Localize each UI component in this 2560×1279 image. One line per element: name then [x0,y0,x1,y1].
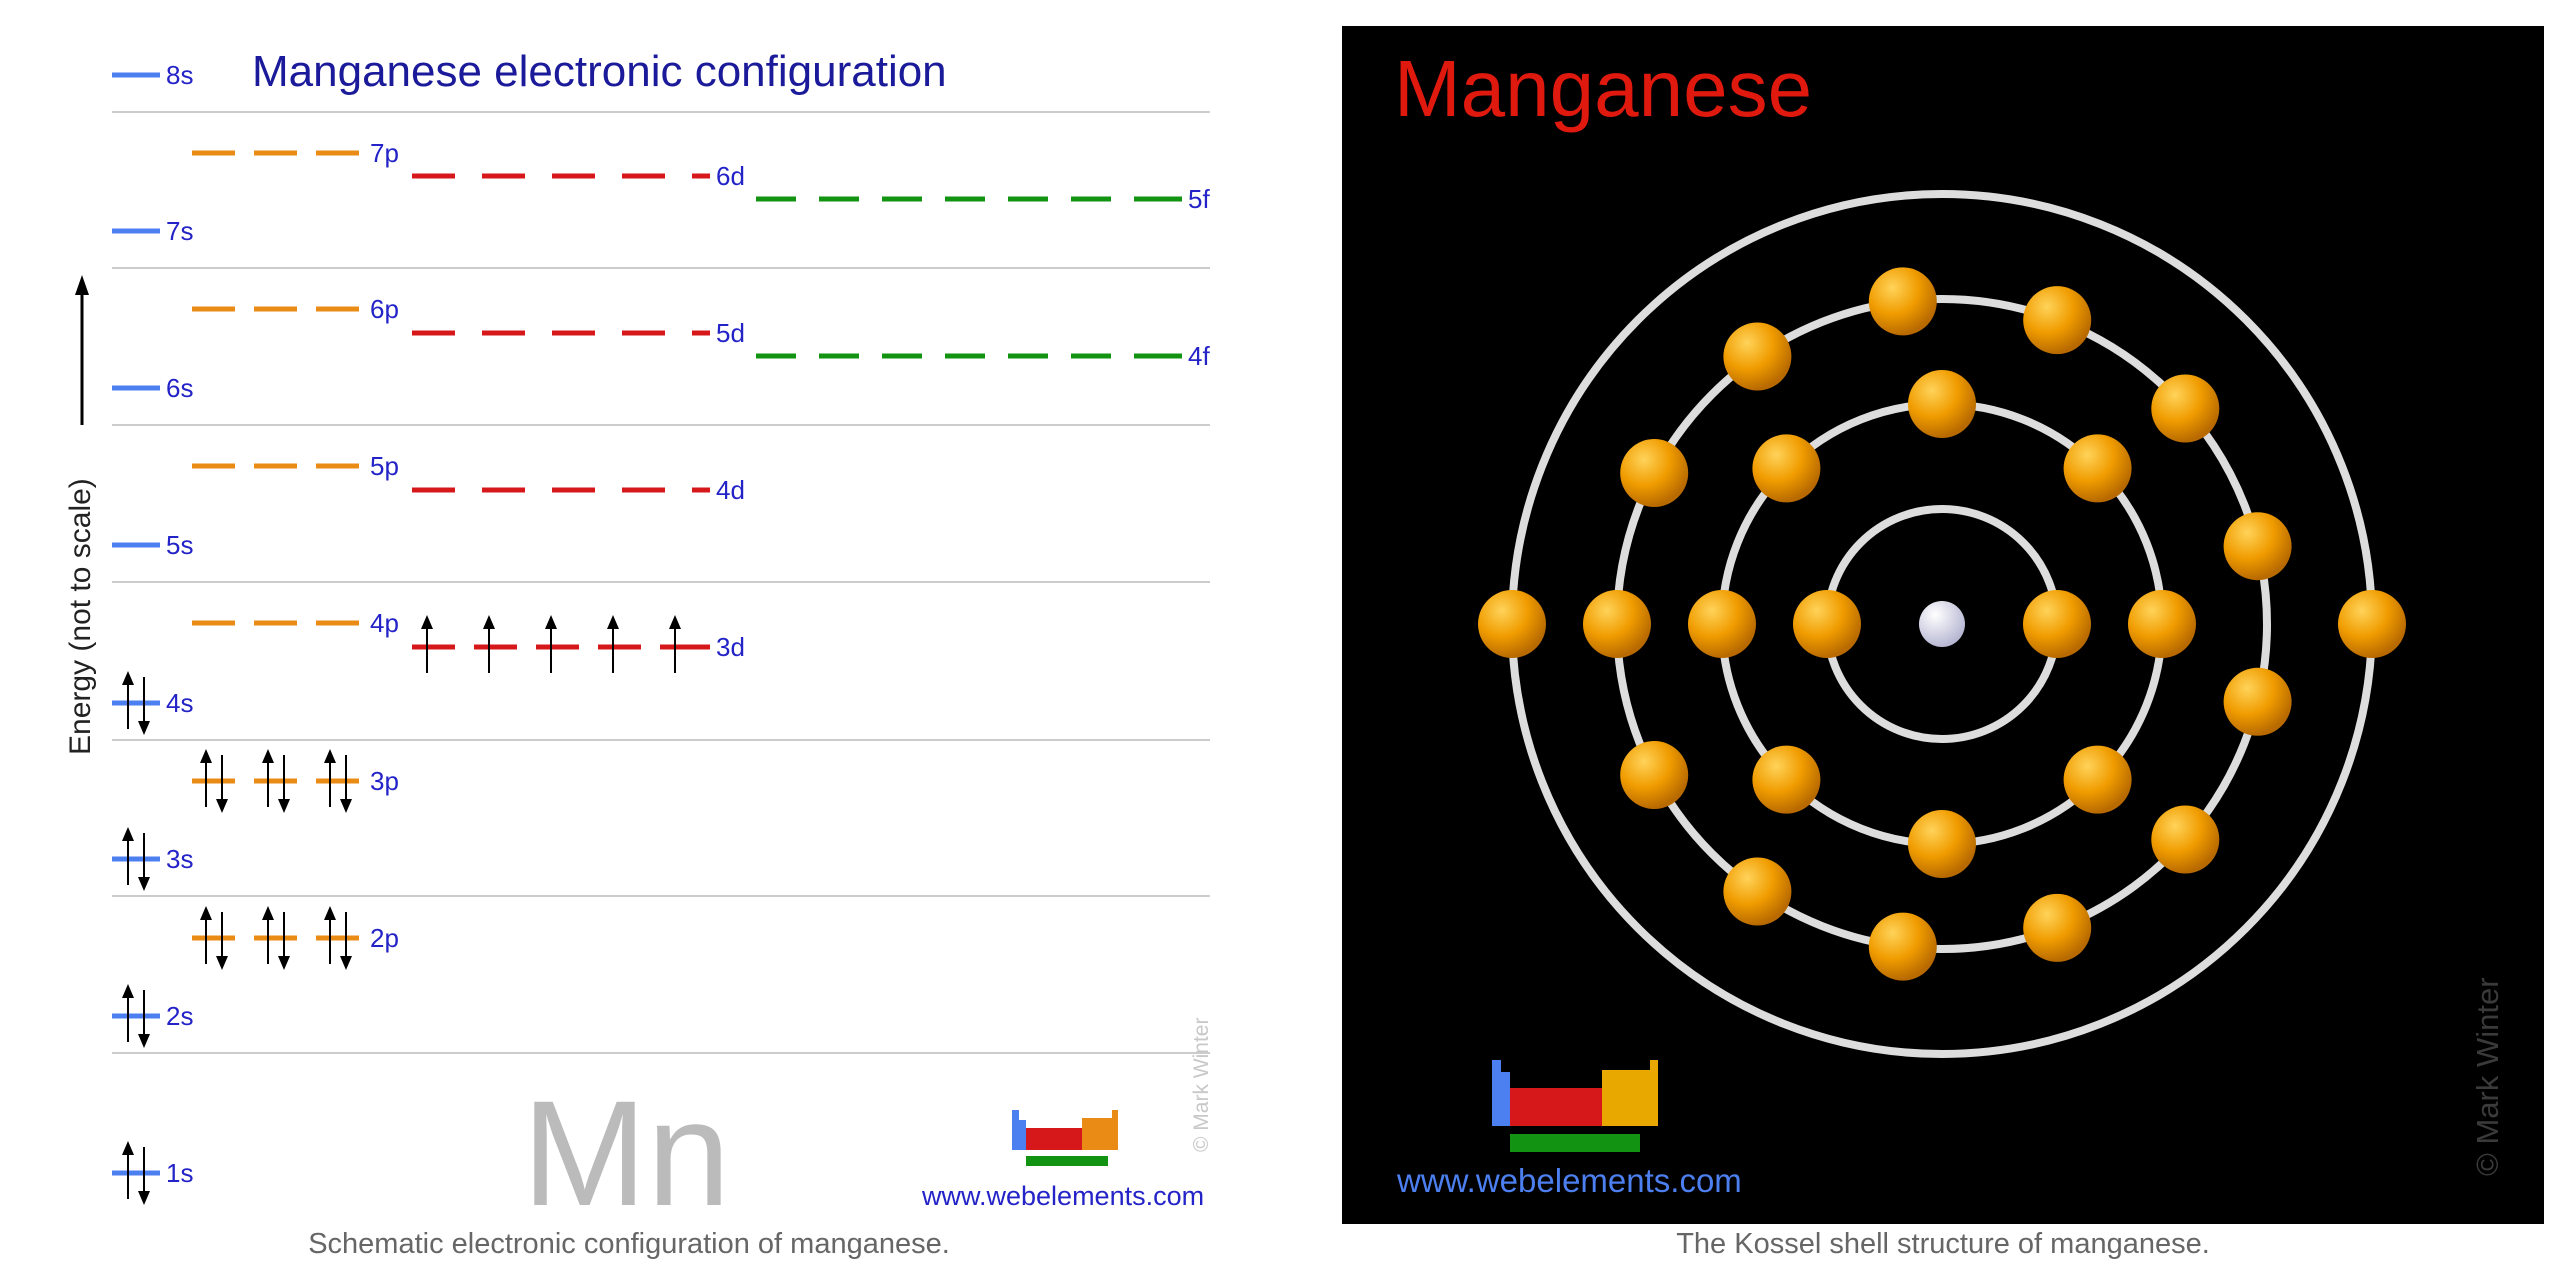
electron [1583,590,1651,658]
electron [2023,590,2091,658]
electron [1908,370,1976,438]
shell-separator-lines [112,111,1210,1054]
label-5d: 5d [716,318,745,348]
spin-up-arrow [324,906,336,964]
kossel-shell-diagram: Manganese www.webelements.com © Mark Win… [1342,26,2544,1224]
label-3p: 3p [370,766,399,796]
label-5f: 5f [1188,184,1210,214]
electron [1620,741,1689,809]
electron-arrows [122,615,681,1205]
spin-up-arrow [262,749,274,807]
spin-down-arrow [138,677,150,735]
spin-down-arrow [216,912,228,970]
spin-up-arrow [122,671,134,729]
webelements-logo [1012,1110,1118,1166]
electron [1723,857,1792,926]
spin-up-arrow [421,615,433,673]
electron [2223,512,2292,581]
spin-up-arrow [200,906,212,964]
s-labels: 8s 7s 6s 5s 4s 3s 2s 1s [166,60,193,1188]
left-caption: Schematic electronic configuration of ma… [308,1228,950,1260]
spin-down-arrow [278,755,290,813]
configuration-svg: Manganese electronic configuration Energ… [64,47,1213,1237]
webelements-logo-right [1492,1060,1658,1152]
electron [1688,590,1756,658]
spin-down-arrow [138,990,150,1048]
electron-configuration-diagram: Manganese electronic configuration Energ… [0,0,1300,1240]
spin-down-arrow [340,755,352,813]
spin-up-arrow [607,615,619,673]
electron [1868,267,1937,336]
label-2s: 2s [166,1001,193,1031]
label-4f: 4f [1188,341,1210,371]
spin-down-arrow [138,833,150,891]
electron [2338,590,2406,658]
spin-down-arrow [216,755,228,813]
diagram-title: Manganese electronic configuration [252,47,947,96]
label-3d: 3d [716,632,745,662]
spin-up-arrow [200,749,212,807]
label-7p: 7p [370,138,399,168]
p-orbitals [192,150,359,941]
label-2p: 2p [370,923,399,953]
spin-down-arrow [278,912,290,970]
label-4p: 4p [370,608,399,638]
nucleus [1919,601,1965,647]
spin-down-arrow [138,1147,150,1205]
label-8s: 8s [166,60,193,90]
electron [2151,805,2220,874]
label-6d: 6d [716,161,745,191]
label-5s: 5s [166,530,193,560]
label-6s: 6s [166,373,193,403]
spin-up-arrow [669,615,681,673]
label-6p: 6p [370,294,399,324]
electron [1908,810,1976,878]
spin-up-arrow [122,1141,134,1199]
spin-up-arrow [545,615,557,673]
spin-up-arrow [324,749,336,807]
right-caption: The Kossel shell structure of manganese. [1676,1228,2210,1260]
spin-down-arrow [340,912,352,970]
electron [2023,286,2092,355]
d-labels: 6d 5d 4d 3d [716,161,745,662]
energy-axis-label: Energy (not to scale) [64,478,97,755]
f-labels: 5f 4f [1188,184,1210,371]
electron [1793,590,1861,658]
p-labels: 7p 6p 5p 4p 3p 2p [370,138,399,953]
copyright-right: © Mark Winter [2470,977,2505,1176]
website-url-right[interactable]: www.webelements.com [1396,1162,1742,1199]
kossel-svg: Manganese www.webelements.com © Mark Win… [1394,44,2505,1199]
spin-up-arrow [122,827,134,885]
electron [1752,745,1821,814]
electron [2151,374,2220,443]
electron [2128,590,2196,658]
electron [2023,893,2092,962]
label-1s: 1s [166,1158,193,1188]
s-orbitals [112,72,160,1176]
kossel-electrons [1478,267,2406,981]
kossel-title: Manganese [1394,44,1812,133]
electron [2223,667,2292,736]
spin-up-arrow [483,615,495,673]
electron [2063,434,2132,503]
label-3s: 3s [166,844,193,874]
f-orbitals [756,196,1182,359]
electron [1752,434,1821,503]
label-4s: 4s [166,688,193,718]
electron [2063,745,2132,814]
d-orbitals [412,173,710,650]
electron [1723,322,1792,391]
electron [1478,590,1546,658]
website-url[interactable]: www.webelements.com [921,1181,1204,1211]
label-4d: 4d [716,475,745,505]
element-symbol: Mn [522,1069,730,1237]
electron [1868,912,1937,981]
label-7s: 7s [166,216,193,246]
energy-arrow-head [75,275,89,295]
spin-up-arrow [262,906,274,964]
copyright-text: © Mark Winter [1190,1018,1213,1152]
label-5p: 5p [370,451,399,481]
spin-up-arrow [122,984,134,1042]
electron [1620,439,1689,507]
